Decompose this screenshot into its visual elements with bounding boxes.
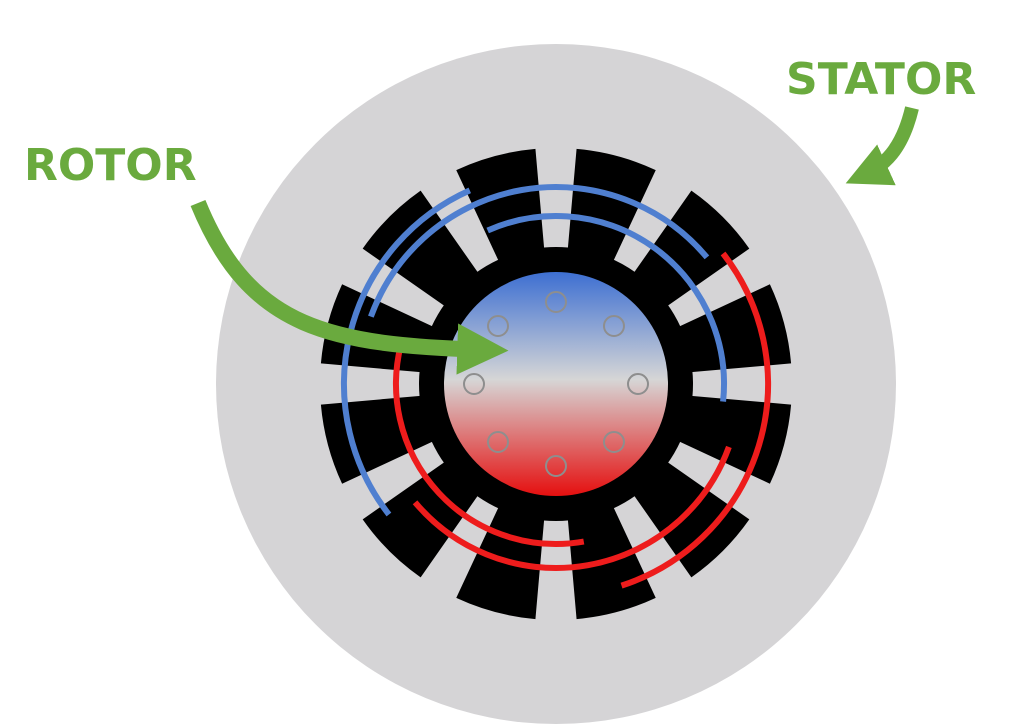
- stator-tooth: [664, 394, 792, 484]
- stator-ring: [419, 247, 693, 521]
- stator-tooth: [664, 284, 792, 374]
- winding-coil: [486, 213, 727, 402]
- rotor-arrow: [190, 199, 509, 375]
- rotor-hole: [545, 455, 567, 477]
- stator-label: STATOR: [786, 54, 977, 105]
- rotor-hole: [627, 373, 649, 395]
- rotor: [444, 272, 668, 496]
- rotor-hole: [545, 291, 567, 313]
- winding-coil: [393, 344, 585, 547]
- stator-tooth: [566, 148, 656, 276]
- rotor-hole: [487, 430, 510, 453]
- winding-coil: [620, 251, 771, 589]
- stator-tooth: [456, 148, 546, 276]
- rotor-hole: [602, 315, 625, 338]
- stator-tooth: [566, 492, 656, 620]
- rotor-label: ROTOR: [24, 140, 197, 191]
- stator-tooth: [362, 190, 488, 316]
- winding-coil: [412, 445, 732, 571]
- stator-tooth: [624, 190, 750, 316]
- stator-tooth: [320, 394, 448, 484]
- winding-coil: [368, 184, 710, 318]
- stator-core: [320, 148, 792, 620]
- stator-arrow: [845, 106, 919, 186]
- rotor-hole: [602, 430, 625, 453]
- stator-tooth: [456, 492, 546, 620]
